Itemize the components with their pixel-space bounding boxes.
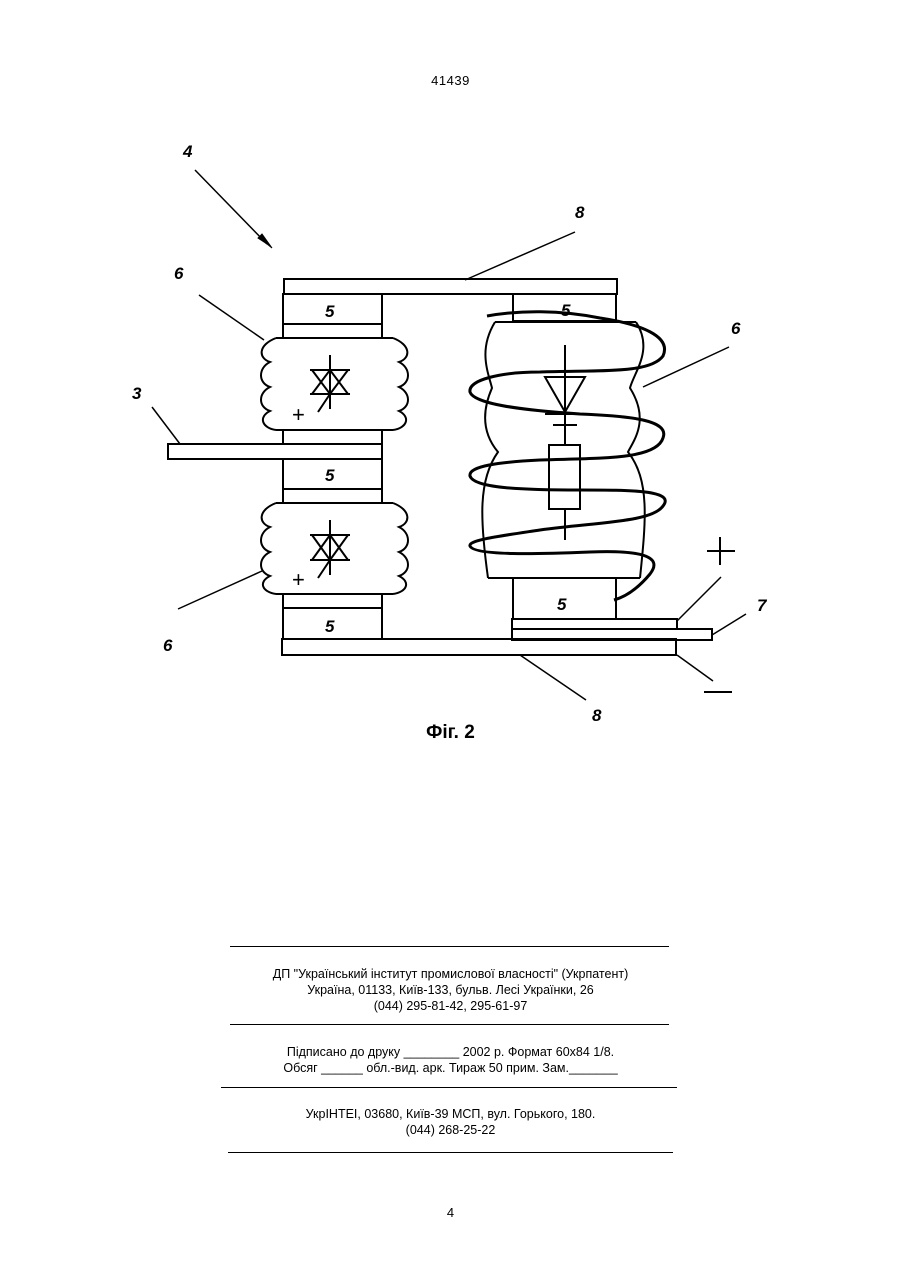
heating-coil-6 <box>470 312 665 600</box>
label-ref-6-right: 6 <box>731 319 741 338</box>
label-ref-8-top: 8 <box>575 203 585 222</box>
imprint-volume: Обсяг ______ обл.-вид. арк. Тираж 50 при… <box>0 1060 901 1076</box>
leader-8-top <box>465 232 575 280</box>
lower-insulator-left-wave <box>261 503 276 594</box>
spacer-mid-left-top <box>283 430 382 444</box>
label-ref-5-bottom-left: 5 <box>325 617 335 636</box>
label-ref-5-top-right: 5 <box>561 301 571 320</box>
leader-3 <box>152 407 180 444</box>
label-ref-6-left-top: 6 <box>174 264 184 283</box>
figure-caption: Фіг. 2 <box>0 722 901 744</box>
upper-insulator-right-wave <box>393 338 408 430</box>
lower-insulator-right-wave <box>393 503 408 594</box>
imprint-rule-2 <box>230 1024 669 1025</box>
leader-6-left-bottom <box>178 571 262 609</box>
label-ref-5-middle: 5 <box>325 466 335 485</box>
label-ref-4: 4 <box>182 142 193 161</box>
imprint-rule-1 <box>230 946 669 947</box>
leader-minus <box>677 655 713 681</box>
leader-plus <box>677 577 721 621</box>
top-busbar-rect <box>284 279 617 294</box>
patent-figure-2: 4 8 6 6 3 5 5 5 5 5 6 7 8 + + <box>0 0 901 760</box>
spacer-top-left <box>283 324 382 338</box>
leader-8-bottom <box>520 655 586 700</box>
label-ref-5-top-left: 5 <box>325 302 335 321</box>
figure-drawing: 4 8 6 6 3 5 5 5 5 5 6 7 8 + + <box>0 0 901 760</box>
spacer-bottom-left <box>283 594 382 608</box>
upper-insulator-left-wave <box>261 338 276 430</box>
imprint-printer-address: УкрІНТЕІ, 03680, Київ-39 МСП, вул. Горьк… <box>0 1106 901 1122</box>
label-ref-7: 7 <box>757 596 768 615</box>
imprint-phone: (044) 295-81-42, 295-61-97 <box>0 998 901 1014</box>
footer-page-number: 4 <box>0 1205 901 1220</box>
leader-6-right <box>643 347 729 387</box>
imprint-rule-3 <box>221 1087 677 1088</box>
triac-upper <box>310 355 350 412</box>
imprint-block-1: ДП "Український інститут промислової вла… <box>0 966 901 1014</box>
diode-resistor-chain <box>545 345 585 540</box>
spacer-mid-left-bottom <box>283 489 382 503</box>
triac-lower <box>310 520 350 578</box>
imprint-printer-phone: (044) 268-25-22 <box>0 1122 901 1138</box>
right-insulator-right-profile <box>628 322 645 578</box>
imprint-address: Україна, 01133, Київ-133, бульв. Лесі Ук… <box>0 982 901 998</box>
label-ref-5-bottom-right: 5 <box>557 595 567 614</box>
imprint-signed-for-print: Підписано до друку ________ 2002 р. Форм… <box>0 1044 901 1060</box>
leader-7 <box>712 614 746 635</box>
imprint-block-2: Підписано до друку ________ 2002 р. Форм… <box>0 1044 901 1076</box>
label-ref-3: 3 <box>132 384 142 403</box>
imprint-rule-4 <box>228 1152 673 1153</box>
leader-4 <box>195 170 267 244</box>
imprint-publisher: ДП "Український інститут промислової вла… <box>0 966 901 982</box>
bottom-busbar-rect <box>282 639 676 655</box>
label-plus-left-top: + <box>292 402 305 427</box>
leader-6-left-top <box>199 295 264 340</box>
label-ref-6-left-bottom: 6 <box>163 636 173 655</box>
imprint-block-3: УкрІНТЕІ, 03680, Київ-39 МСП, вул. Горьк… <box>0 1106 901 1138</box>
label-plus-left-bottom: + <box>292 567 305 592</box>
busbar-3-rect <box>168 444 382 459</box>
terminal-plate-plus-rect <box>512 619 677 629</box>
